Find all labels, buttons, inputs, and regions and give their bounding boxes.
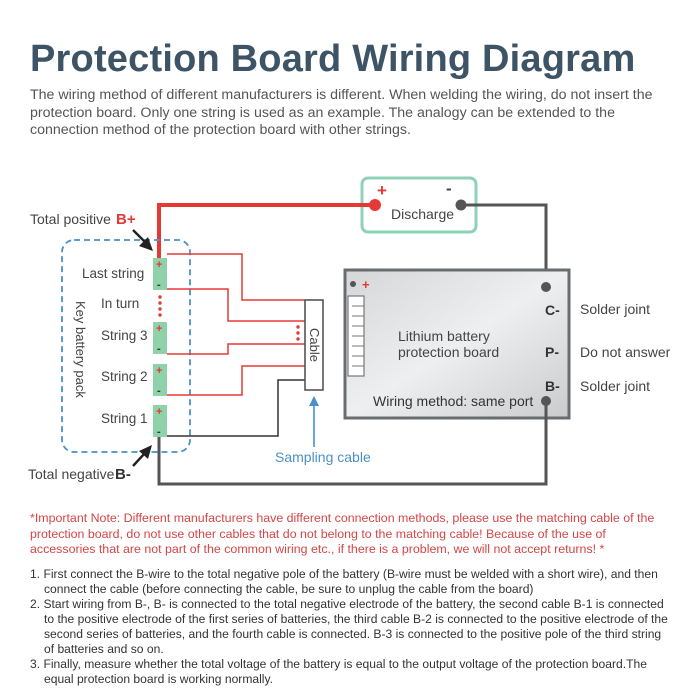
discharge-negative-wire	[461, 203, 548, 287]
string-label-1: String 1	[101, 411, 148, 426]
cell-string-2	[153, 364, 167, 396]
step-1: 1. First connect the B-wire to the total…	[30, 567, 658, 596]
total-positive-wire	[157, 203, 375, 258]
total-positive-symbol: B+	[116, 211, 136, 228]
cell-2-minus: -	[157, 385, 161, 397]
cable-label: Cable	[307, 328, 322, 362]
port-p-label: P-	[545, 344, 559, 360]
battery-pack-label: Key battery pack	[73, 301, 88, 398]
intro-paragraph: The wiring method of different manufactu…	[30, 87, 653, 138]
step-3: 3. Finally, measure whether the total vo…	[30, 657, 647, 686]
port-b-label: B-	[545, 378, 560, 394]
battery-pack-frame	[61, 239, 191, 453]
string-label-2: String 2	[101, 369, 148, 384]
cell-last-plus: +	[156, 259, 162, 271]
total-positive-label: Total positive	[30, 211, 111, 227]
cell-string-1	[153, 405, 167, 437]
solder-joint-bottom-label: Solder joint	[580, 378, 650, 394]
board-label-line1: Lithium battery	[398, 328, 490, 344]
discharge-plus-sign: +	[377, 181, 387, 200]
cable-connector	[304, 299, 324, 391]
total-negative-arrow-head	[139, 445, 152, 459]
board-connector	[347, 295, 365, 377]
total-negative-wire	[157, 401, 548, 486]
total-negative-arrow-line	[132, 452, 146, 467]
in-turn-dots	[158, 295, 162, 317]
sampling-cable-label: Sampling cable	[275, 449, 371, 465]
cell-1-plus: +	[156, 406, 162, 418]
important-note: *Important Note: Different manufacturers…	[30, 511, 655, 556]
cell-2-plus: +	[156, 365, 162, 377]
wiring-method-label: Wiring method: same port	[373, 393, 533, 409]
sampling-wires	[167, 253, 305, 437]
cell-last-string	[153, 258, 167, 290]
board-plus-sign: +	[362, 277, 370, 292]
instruction-steps: 1. First connect the B-wire to the total…	[30, 567, 670, 687]
cell-1-minus: -	[157, 426, 161, 438]
cell-3-minus: -	[157, 343, 161, 355]
total-positive-arrow-head	[139, 237, 153, 251]
cell-3-plus: +	[156, 323, 162, 335]
cell-last-minus: -	[157, 279, 161, 291]
discharge-minus-sign: -	[446, 179, 452, 198]
string-label-in-turn: In turn	[101, 296, 139, 311]
total-negative-label: Total negative	[28, 466, 115, 482]
string-label-last: Last string	[82, 266, 144, 281]
cell-string-3	[153, 322, 167, 354]
total-negative-symbol: B-	[115, 466, 131, 483]
port-c-dot	[541, 282, 551, 292]
port-c-label: C-	[545, 302, 560, 318]
sampling-cable-arrow-head	[309, 396, 319, 406]
board-positive-dot	[350, 281, 356, 287]
do-not-answer-label: Do not answer	[580, 344, 671, 360]
board-label-line2: protection board	[398, 344, 499, 360]
page-title: Protection Board Wiring Diagram	[30, 38, 636, 80]
step-2: 2. Start wiring from B-, B- is connected…	[30, 597, 668, 656]
discharge-positive-terminal	[369, 199, 381, 211]
discharge-negative-terminal	[455, 199, 467, 211]
solder-joint-top-label: Solder joint	[580, 301, 650, 317]
discharge-label: Discharge	[391, 206, 454, 222]
protection-board	[343, 268, 571, 420]
string-label-3: String 3	[101, 328, 148, 343]
cable-dots	[296, 325, 300, 341]
